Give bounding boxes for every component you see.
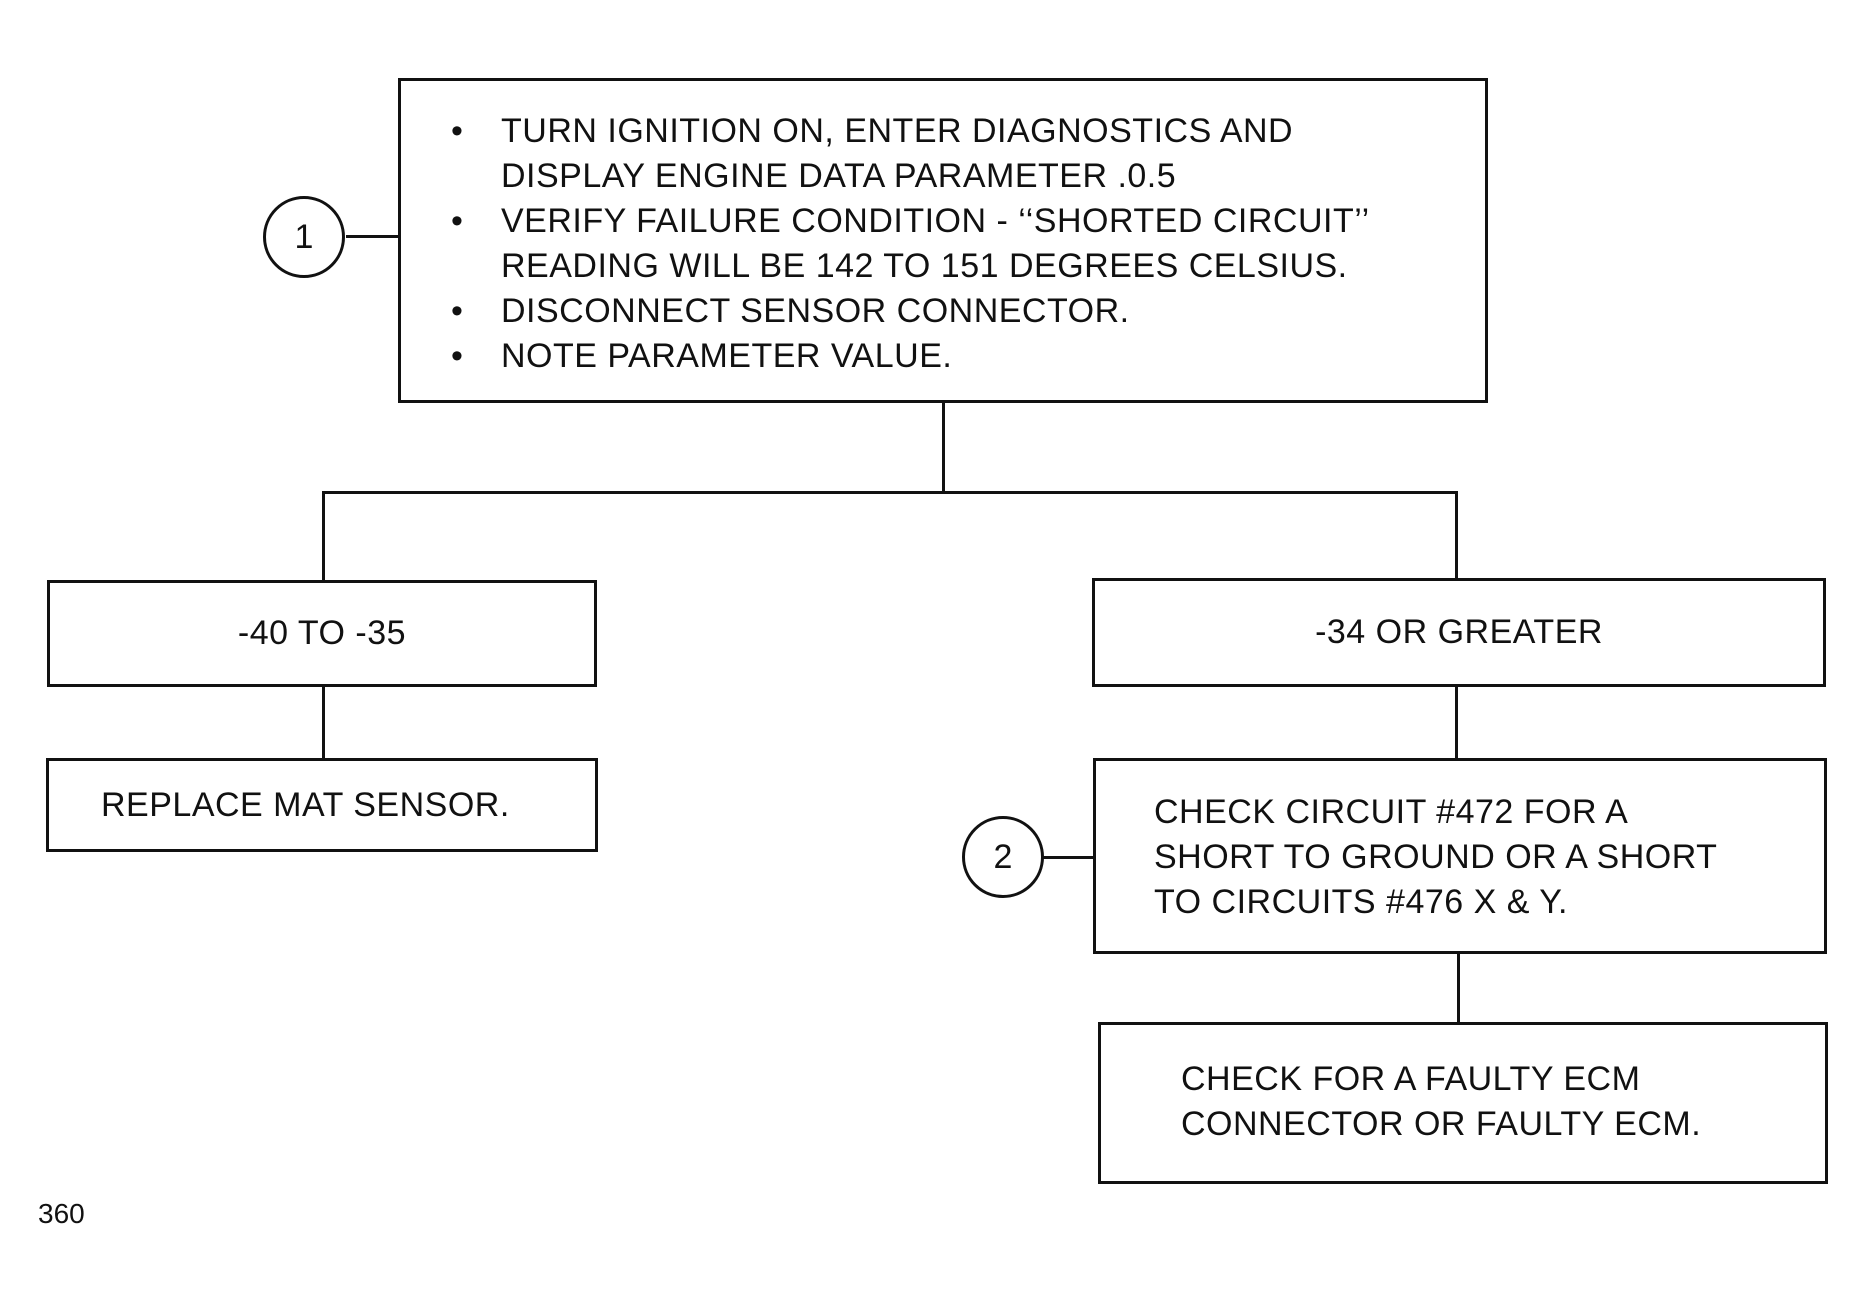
step-1-number: 1 [294, 217, 314, 256]
step-1-marker: 1 [263, 196, 345, 278]
procedure-item: TURN IGNITION ON, ENTER DIAGNOSTICS AND … [401, 109, 1485, 199]
right-check-box: CHECK CIRCUIT #472 FOR A SHORT TO GROUND… [1093, 758, 1827, 954]
check-circuit-line: CHECK CIRCUIT #472 FOR A [1154, 793, 1629, 831]
right-condition-label: -34 OR GREATER [1315, 613, 1603, 651]
connector-horizontal-split [322, 491, 1457, 494]
connector-step2-circle [1043, 856, 1098, 859]
final-check-line: CONNECTOR OR FAULTY ECM. [1181, 1105, 1702, 1143]
right-condition-box: -34 OR GREATER [1092, 578, 1826, 687]
step-2-marker: 2 [962, 816, 1044, 898]
connector-split-left [322, 491, 325, 581]
connector-left-condition-to-action [322, 685, 325, 761]
connector-split-right [1455, 491, 1458, 581]
procedure-item: DISCONNECT SENSOR CONNECTOR. [401, 289, 1485, 334]
connector-step1-circle [346, 235, 400, 238]
procedure-item-line: DISCONNECT SENSOR CONNECTOR. [501, 292, 1130, 330]
procedure-item-line: NOTE PARAMETER VALUE. [501, 337, 953, 375]
final-check-box: CHECK FOR A FAULTY ECM CONNECTOR OR FAUL… [1098, 1022, 1828, 1184]
procedure-item: VERIFY FAILURE CONDITION - ‘‘SHORTED CIR… [401, 199, 1485, 289]
check-circuit-line: TO CIRCUITS #476 X & Y. [1154, 883, 1569, 921]
start-procedure-box: TURN IGNITION ON, ENTER DIAGNOSTICS AND … [398, 78, 1488, 403]
procedure-item-line: READING WILL BE 142 TO 151 DEGREES CELSI… [501, 247, 1348, 285]
left-action-box: REPLACE MAT SENSOR. [46, 758, 598, 852]
procedure-item-line: DISPLAY ENGINE DATA PARAMETER .0.5 [501, 157, 1177, 195]
check-circuit-line: SHORT TO GROUND OR A SHORT [1154, 838, 1718, 876]
left-condition-box: -40 TO -35 [47, 580, 597, 687]
connector-check-to-final [1457, 952, 1460, 1026]
left-action-label: REPLACE MAT SENSOR. [101, 786, 510, 824]
procedure-item-line: TURN IGNITION ON, ENTER DIAGNOSTICS AND [501, 112, 1294, 150]
start-procedure-list: TURN IGNITION ON, ENTER DIAGNOSTICS AND … [401, 109, 1485, 379]
step-2-number: 2 [993, 837, 1013, 876]
procedure-item-line: VERIFY FAILURE CONDITION - ‘‘SHORTED CIR… [501, 202, 1370, 240]
left-condition-label: -40 TO -35 [237, 614, 407, 652]
procedure-item: NOTE PARAMETER VALUE. [401, 334, 1485, 379]
connector-right-condition-to-check [1455, 685, 1458, 761]
connector-start-down [942, 400, 945, 494]
page-number: 360 [38, 1198, 85, 1229]
final-check-line: CHECK FOR A FAULTY ECM [1181, 1060, 1641, 1098]
